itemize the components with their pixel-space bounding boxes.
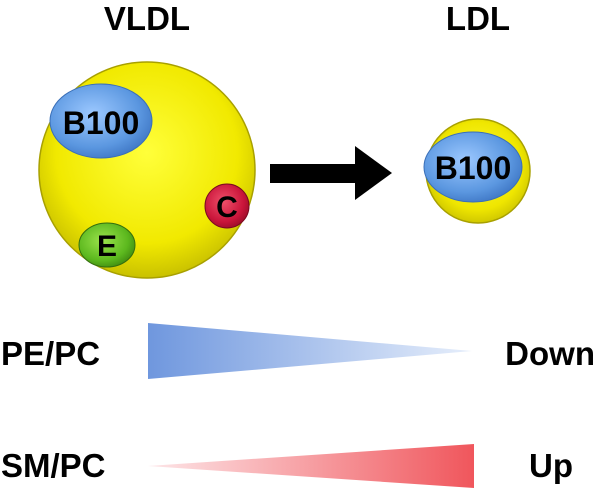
vldl-apo-b100-shape [49,83,153,159]
conversion-arrow-shaft [270,164,360,183]
vldl-apo-b100-label: B100 [63,105,140,141]
sm-pc-increasing-wedge [148,444,474,488]
ldl-apo-b100-label: B100 [435,150,512,186]
sm-pc-label: SM/PC [1,447,106,484]
vldl-title: VLDL [104,0,190,37]
vldl-apo-c: C [204,183,250,229]
pe-pc-trend-label: Down [505,335,595,372]
ldl-particle: B100 [423,118,531,224]
conversion-arrow-head [355,146,392,200]
pe-pc-label: PE/PC [1,335,100,372]
vldl-particle: B100 C E [38,61,256,279]
sm-pc-trend-label: Up [529,447,573,484]
pe-pc-ratio-row: PE/PC Down [1,323,595,379]
vldl-apo-b100: B100 [49,83,153,159]
ldl-title: LDL [446,0,510,37]
ldl-apo-b100: B100 [423,131,523,203]
pe-pc-decreasing-wedge [148,323,472,379]
vldl-apo-c-shape [204,183,250,229]
sm-pc-ratio-row: SM/PC Up [1,444,573,488]
vldl-apo-c-label: C [216,191,238,224]
vldl-apo-e: E [78,222,136,268]
vldl-apo-e-shape [78,222,136,268]
conversion-arrow [270,146,392,200]
vldl-apo-e-label: E [97,230,117,263]
ldl-apo-b100-shape [423,131,523,203]
